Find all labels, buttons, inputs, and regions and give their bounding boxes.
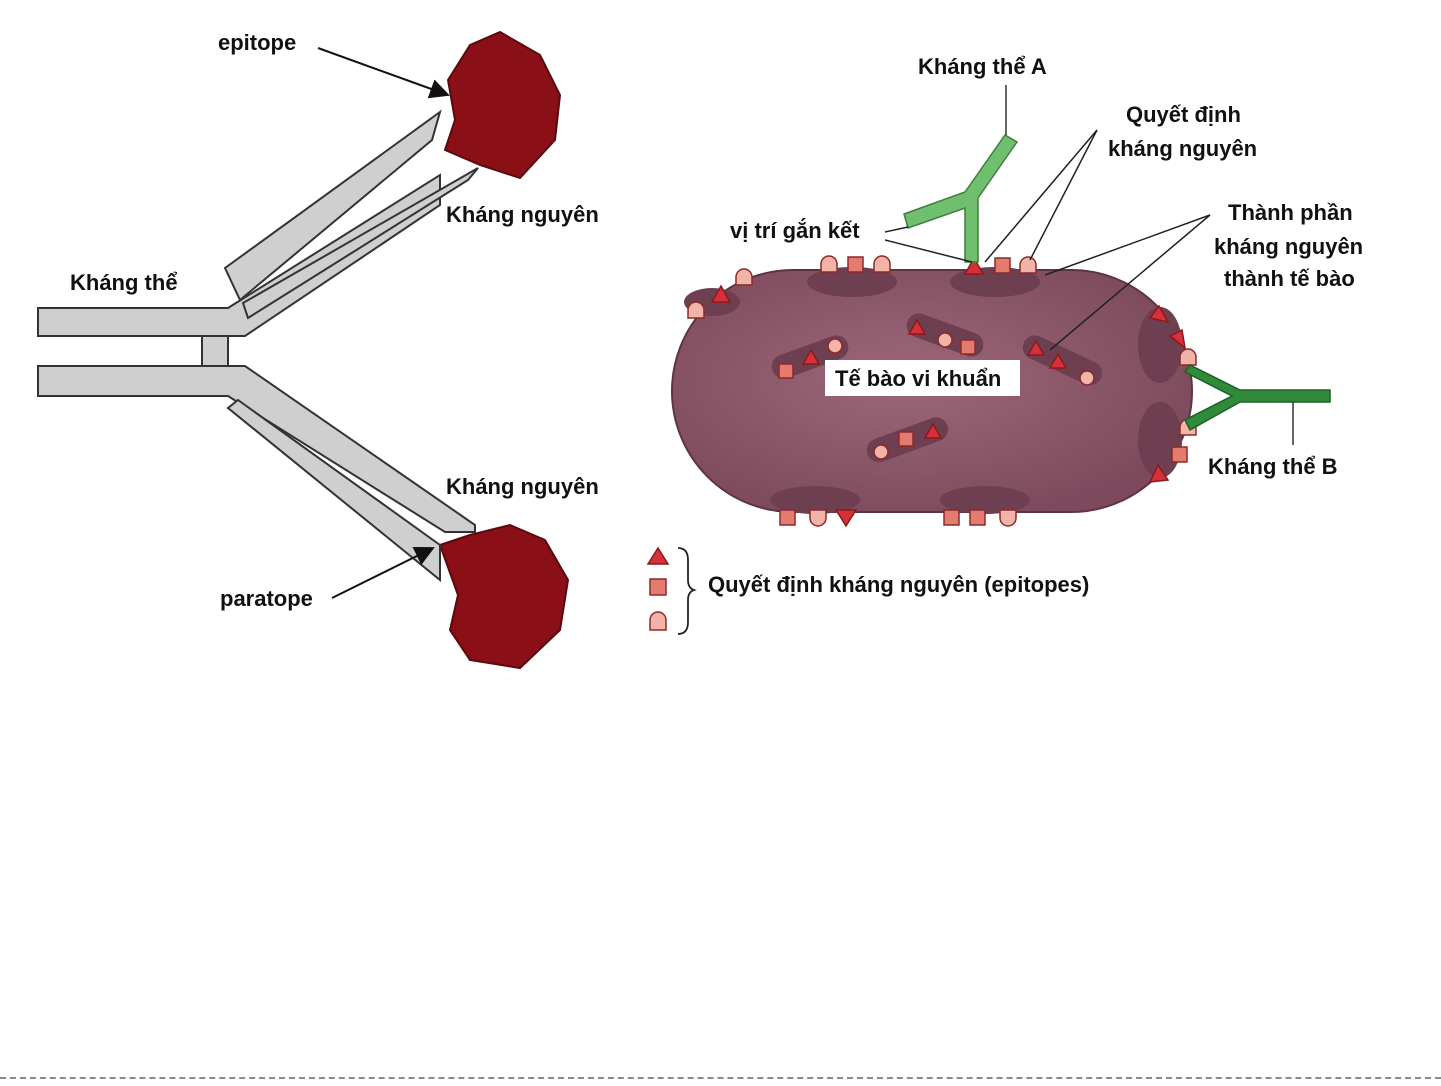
- component-leader: [1045, 215, 1210, 275]
- cell-label: Tế bào vi khuẩn: [835, 366, 1001, 391]
- component-label-line2: kháng nguyên: [1214, 234, 1363, 259]
- paratope-arrow: [332, 548, 433, 598]
- epitope-dome-icon: [1080, 371, 1094, 385]
- paratope-label: paratope: [220, 586, 313, 611]
- legend-label: Quyết định kháng nguyên (epitopes): [708, 572, 1089, 597]
- epitope-square-icon: [779, 364, 793, 378]
- epitope-dome-icon: [736, 269, 752, 285]
- component-label-line3: thành tế bào: [1224, 266, 1355, 291]
- antibody-a-label: Kháng thể A: [918, 54, 1047, 79]
- epitope-dome-icon: [1180, 349, 1196, 365]
- bacterial-cell-diagram: Tế bào vi khuẩn Kháng thể A Quyết định k…: [672, 54, 1363, 526]
- cell-patch: [1138, 402, 1182, 478]
- epitope-dome-icon: [938, 333, 952, 347]
- antigen-top: [445, 32, 560, 178]
- component-label-line1: Thành phần: [1228, 200, 1353, 225]
- epitope-square-icon: [995, 258, 1010, 273]
- epitope-square-icon: [961, 340, 975, 354]
- legend-dome-icon: [650, 612, 666, 630]
- epitope-dome-icon: [688, 302, 704, 318]
- binding-site-leader: [885, 227, 908, 232]
- epitope-dome-icon: [874, 256, 890, 272]
- epitope-triangle-icon: [836, 510, 856, 526]
- antibody-label: Kháng thể: [70, 270, 178, 295]
- epitope-dome-icon: [1000, 510, 1016, 526]
- epitope-square-icon: [848, 257, 863, 272]
- epitope-dome-icon: [1020, 257, 1036, 273]
- antigen-bottom-label: Kháng nguyên: [446, 474, 599, 499]
- antigen-bottom: [440, 525, 568, 668]
- epitope-dome-icon: [828, 339, 842, 353]
- epitope-square-icon: [899, 432, 913, 446]
- determinant-leader: [1030, 130, 1097, 260]
- left-antibody-diagram: epitope Kháng nguyên Kháng thể Kháng ngu…: [38, 30, 599, 668]
- epitope-label: epitope: [218, 30, 296, 55]
- antibody-b: [1185, 365, 1330, 445]
- binding-site-leader: [885, 240, 972, 262]
- antibody-b-label: Kháng thể B: [1208, 454, 1338, 479]
- antibody-hinge: [202, 336, 228, 366]
- epitope-square-icon: [1172, 447, 1187, 462]
- epitope-square-icon: [780, 510, 795, 525]
- epitope-square-icon: [970, 510, 985, 525]
- epitope-arrow: [318, 48, 448, 95]
- legend-square-icon: [650, 579, 666, 595]
- bottom-dashed-rule: [0, 1077, 1441, 1079]
- determinant-label-line1: Quyết định: [1126, 102, 1241, 127]
- legend: Quyết định kháng nguyên (epitopes): [648, 548, 1089, 634]
- legend-triangle-icon: [648, 548, 668, 564]
- epitope-dome-icon: [874, 445, 888, 459]
- epitope-dome-icon: [810, 510, 826, 526]
- legend-brace: [678, 548, 694, 634]
- binding-site-label: vị trí gắn kết: [730, 218, 860, 243]
- antigen-top-label: Kháng nguyên: [446, 202, 599, 227]
- determinant-label-line2: kháng nguyên: [1108, 136, 1257, 161]
- epitope-dome-icon: [821, 256, 837, 272]
- antibody-heavy-chain-lower: [38, 366, 475, 532]
- epitope-square-icon: [944, 510, 959, 525]
- antibody-heavy-chain-upper: [38, 175, 440, 336]
- antibody-a: [904, 85, 1017, 262]
